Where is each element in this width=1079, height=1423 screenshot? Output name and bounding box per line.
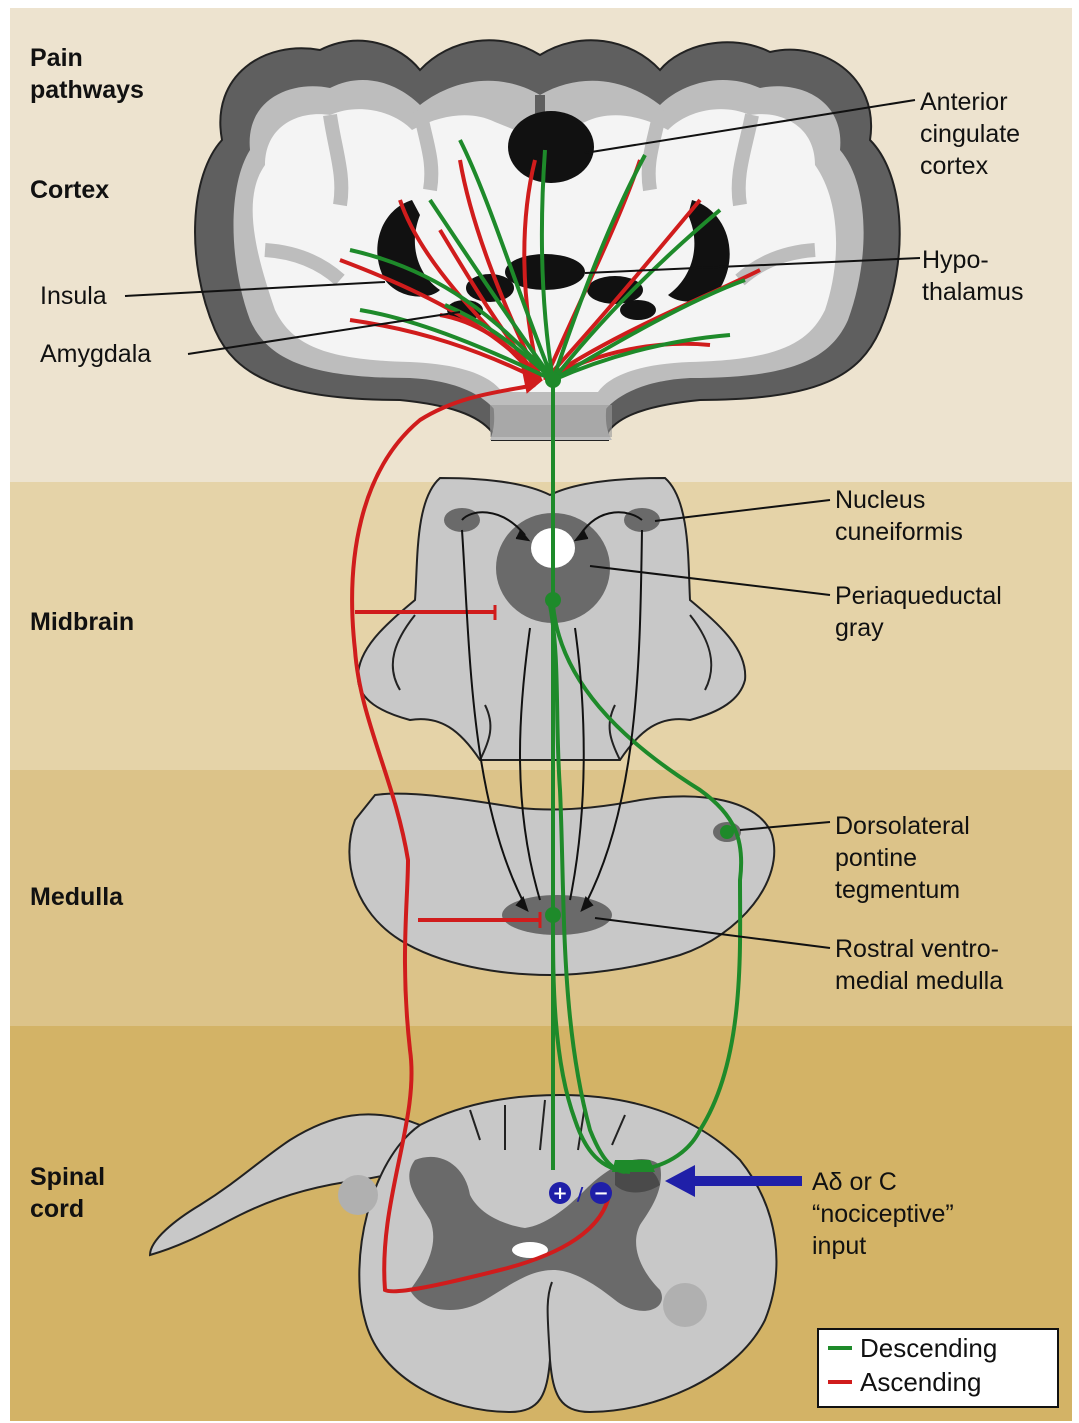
section-spinal-1: Spinal	[30, 1163, 105, 1191]
label-input-1: Aδ or C	[812, 1168, 897, 1196]
label-rostral-1: Rostral ventro-	[835, 935, 999, 963]
modulation-signs: + / −	[549, 1182, 612, 1205]
label-nucleus-cuneiformis-2: cuneiformis	[835, 518, 963, 546]
section-midbrain: Midbrain	[30, 608, 134, 636]
svg-text:−: −	[593, 1183, 608, 1204]
label-periaqueductal-2: gray	[835, 614, 884, 642]
legend: Descending Ascending	[818, 1329, 1058, 1407]
label-dorsolateral-3: tegmentum	[835, 876, 960, 904]
label-dorsolateral-2: pontine	[835, 844, 917, 872]
section-cortex: Cortex	[30, 176, 109, 204]
legend-descending-label: Descending	[860, 1333, 997, 1363]
label-anterior-cingulate-2: cingulate	[920, 120, 1020, 148]
label-hypothalamus-1: Hypo-	[922, 246, 989, 274]
label-periaqueductal-1: Periaqueductal	[835, 582, 1002, 610]
section-medulla: Medulla	[30, 883, 124, 911]
label-nucleus-cuneiformis-1: Nucleus	[835, 486, 925, 514]
svg-text:+: +	[552, 1183, 567, 1204]
anterior-cingulate-region	[508, 111, 594, 183]
label-input-2: “nociceptive”	[812, 1200, 954, 1228]
title-line-1: Pain	[30, 44, 83, 72]
label-dorsolateral-1: Dorsolateral	[835, 812, 970, 840]
label-anterior-cingulate-3: cortex	[920, 152, 989, 180]
title-line-2: pathways	[30, 76, 144, 104]
label-anterior-cingulate-1: Anterior	[920, 88, 1008, 116]
label-insula: Insula	[40, 282, 107, 310]
label-amygdala: Amygdala	[40, 340, 151, 368]
label-rostral-2: medial medulla	[835, 967, 1003, 995]
svg-text:/: /	[577, 1184, 584, 1205]
label-input-3: input	[812, 1232, 866, 1260]
section-spinal-2: cord	[30, 1195, 84, 1223]
label-hypothalamus-2: thalamus	[922, 278, 1023, 306]
legend-ascending-label: Ascending	[860, 1367, 981, 1397]
